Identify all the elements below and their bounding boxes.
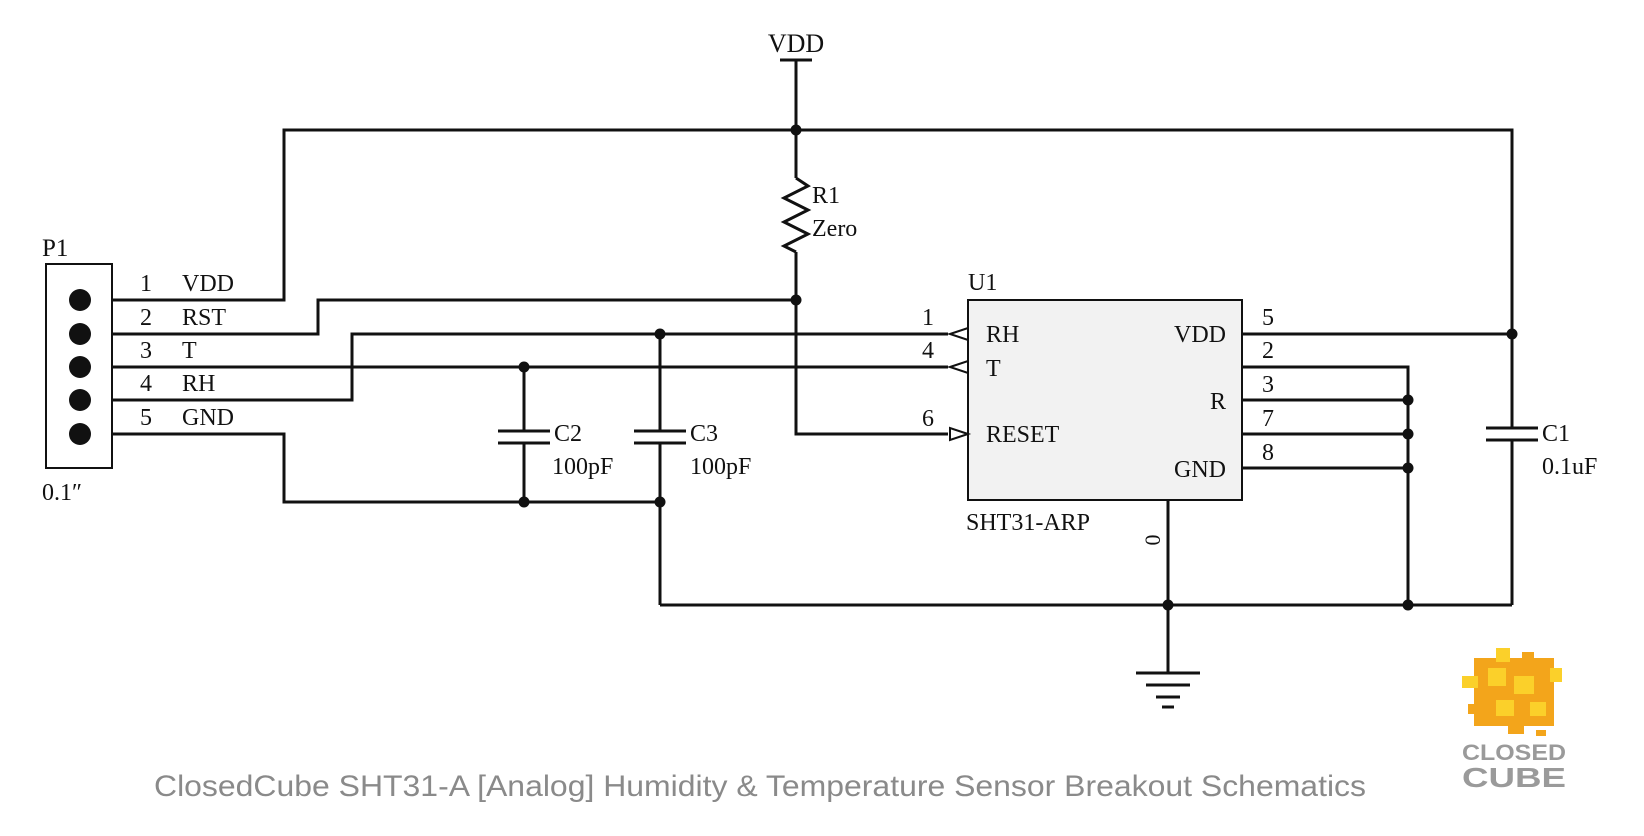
connector-pin-name: RH [182,371,215,397]
connector-pin-2 [69,323,91,345]
ic-pin-number: 2 [1262,338,1274,364]
ic-pin-number: 6 [922,406,934,432]
connector-pin-5 [69,423,91,445]
junction-dot [518,361,530,373]
closedcube-logo-line2: CUBE [1462,762,1566,793]
vdd-supply-label: VDD [768,29,824,58]
ic-ref-label: U1 [968,270,997,296]
connector-pin-number: 3 [140,338,152,364]
wire-reset [794,300,948,436]
capacitor-c3-ref: C3 [690,421,718,447]
capacitor-c3-value: 100pF [690,454,751,480]
ic-pin-name: RESET [986,422,1060,448]
ic-pin-name: RH [986,322,1019,348]
ic-pin-name: T [986,356,1001,382]
closedcube-logo-line1: CLOSED [1462,740,1566,765]
junction-dot [790,294,802,306]
ic-u1-body [967,299,1243,501]
junction-dot [1402,428,1414,440]
resistor-r1-symbol [780,176,812,254]
wire-top-rail [80,128,1514,334]
ic-pin-number: 5 [1262,305,1274,331]
closedcube-logo: CLOSED CUBE [1462,648,1566,793]
junction-dot [1402,462,1414,474]
connector-pin-number: 1 [140,271,152,297]
junction-dot [654,328,666,340]
junction-dot [1506,328,1518,340]
connector-pitch-label: 0.1″ [42,480,82,506]
capacitor-c2-ref: C2 [554,421,582,447]
junction-dot [654,496,666,508]
ic-bottom-pin-number: 0 [1140,535,1165,546]
junction-dot [1402,599,1414,611]
connector-pin-name: T [182,338,197,364]
junction-dot [790,124,802,136]
ic-pin-number: 8 [1262,440,1274,466]
schematic-caption: ClosedCube SHT31-A [Analog] Humidity & T… [154,770,1366,803]
connector-pin-4 [69,389,91,411]
ic-pin6-arrow-icon [949,426,972,442]
connector-pin-name: RST [182,305,226,331]
ic-pin-name: GND [1174,457,1226,483]
capacitor-c1-value: 0.1uF [1542,454,1597,480]
ic-pin-name: R [1210,389,1226,415]
ic-pin-number: 1 [922,305,934,331]
ic-pin4-arrow-icon [946,359,969,375]
ic-pin-number: 3 [1262,372,1274,398]
wire-gnd-left [80,432,660,504]
connector-pin-name: GND [182,405,234,431]
ic-pin1-arrow-icon [946,326,969,342]
junction-dot [1402,394,1414,406]
connector-pin-number: 5 [140,405,152,431]
ic-pin-number: 7 [1262,406,1274,432]
capacitor-c2-value: 100pF [552,454,613,480]
connector-pin-number: 4 [140,371,152,397]
connector-pin-number: 2 [140,305,152,331]
wire-ic-pin2 [1242,365,1410,605]
resistor-r1-ref: R1 [812,183,840,209]
resistor-r1-value: Zero [812,216,857,242]
ic-pin-number: 4 [922,338,934,364]
ic-part-label: SHT31-ARP [966,510,1090,536]
junction-dot [1162,599,1174,611]
connector-ref-label: P1 [42,235,68,262]
ic-pin-name: VDD [1174,322,1226,348]
connector-pin-name: VDD [182,271,234,297]
wire-rst [80,298,796,336]
closedcube-logo-mark-icon [1462,648,1562,736]
capacitor-c1-ref: C1 [1542,421,1570,447]
junction-dot [518,496,530,508]
connector-pin-1 [69,289,91,311]
connector-pin-3 [69,356,91,378]
